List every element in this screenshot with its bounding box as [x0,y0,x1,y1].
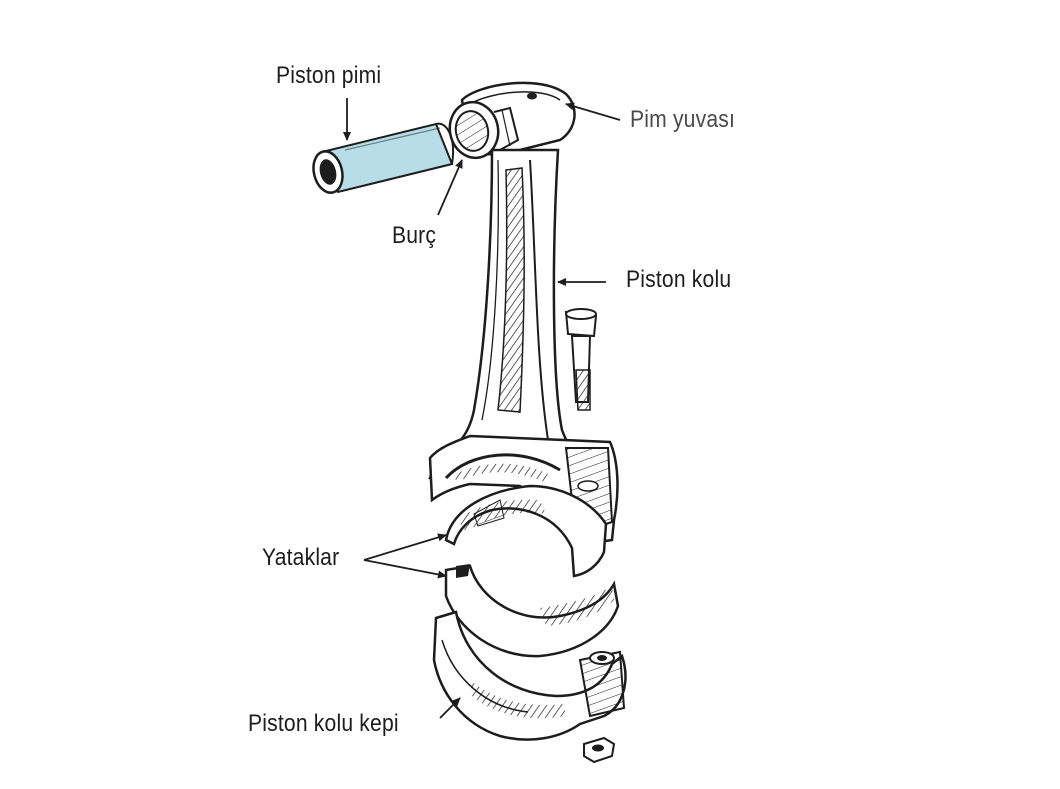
label-bushing: Burç [392,222,437,249]
label-rod-cap: Piston kolu kepi [248,710,399,737]
rod-bolt [564,308,598,411]
label-bearings: Yataklar [262,544,340,571]
label-pin-boss: Pim yuvası [630,106,736,133]
bushing [448,100,520,160]
leader-lines [343,98,621,719]
rod-nut [583,736,616,764]
label-connecting-rod: Piston kolu [626,266,732,293]
rod-cap [432,610,627,741]
label-piston-pin: Piston pimi [276,62,382,89]
piston-pin [312,122,454,194]
bearing-upper [444,484,608,578]
bearing-lower [444,564,620,658]
